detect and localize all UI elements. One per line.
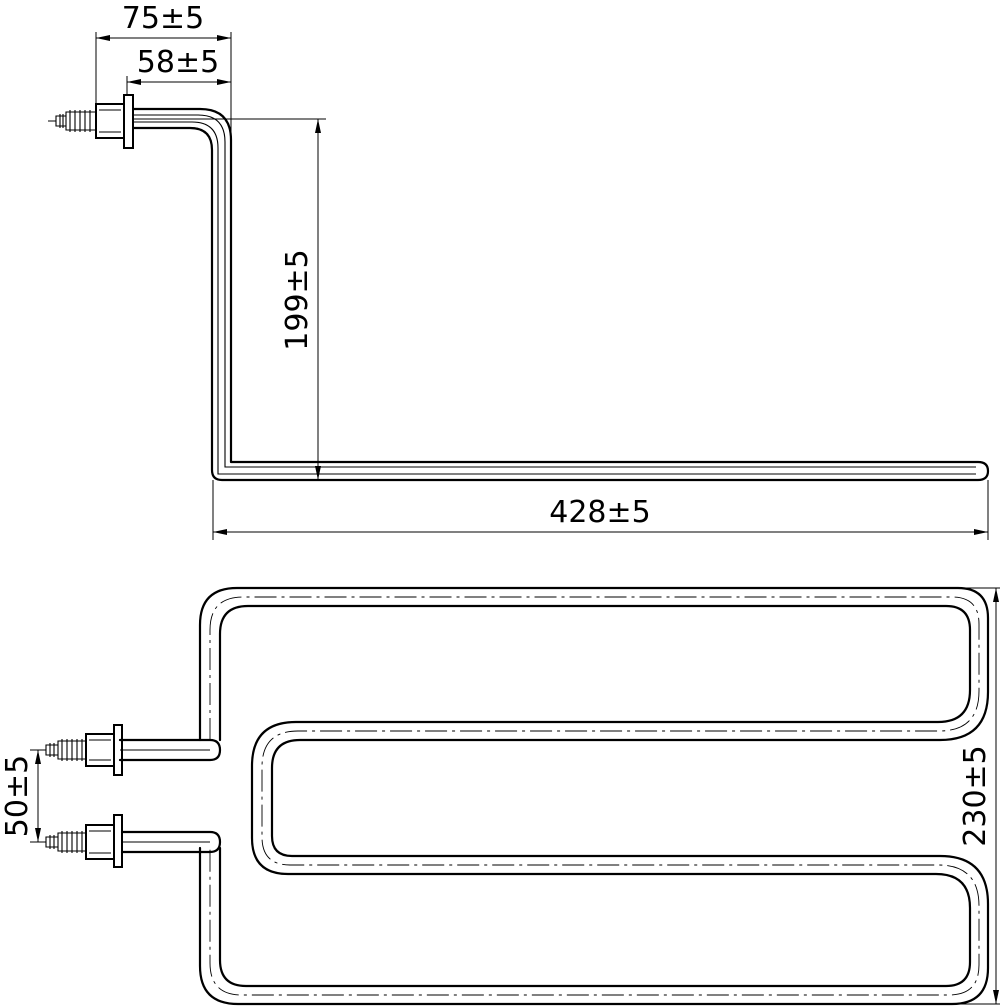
serpentine-centerline [209, 596, 980, 996]
arrowhead [213, 529, 227, 535]
arrowhead [993, 588, 999, 602]
arrowhead [217, 35, 231, 41]
l-tube-inner-2 [134, 121, 976, 475]
arrowhead [974, 529, 988, 535]
l-tube-outer [132, 107, 990, 482]
terminal-nut-lower [85, 824, 115, 860]
l-tube-inner [134, 114, 976, 468]
arrowhead [315, 119, 321, 133]
terminal-flange-lower [113, 814, 123, 868]
terminal-flange-top [123, 94, 134, 149]
stud-thread [59, 114, 64, 128]
terminal-stud-top [48, 110, 96, 132]
upper-arm [118, 738, 222, 762]
dim-label-230: 230±5 [958, 745, 993, 846]
dim-label-50: 50±5 [0, 755, 35, 837]
arrowhead [217, 79, 231, 85]
lower-arm [120, 830, 222, 854]
dim-label-199: 199±5 [280, 249, 315, 350]
arrowhead [993, 990, 999, 1004]
side-view: 75±5 58±5 199±5 428±5 [48, 1, 990, 540]
dim-label-75: 75±5 [122, 1, 204, 36]
arrowhead [35, 750, 41, 764]
serpentine-tube-inner [218, 604, 972, 988]
dim-label-58: 58±5 [137, 45, 219, 80]
dim-label-428: 428±5 [549, 495, 650, 530]
serpentine-tube-outer [198, 586, 990, 1006]
arrowhead [315, 466, 321, 480]
arrowhead [96, 35, 110, 41]
arrowhead [35, 828, 41, 842]
terminal-nut-upper [85, 733, 115, 767]
arrowhead [127, 79, 141, 85]
plan-view: 50±5 230±5 [0, 586, 1000, 1006]
terminal-nut-top [95, 103, 125, 139]
